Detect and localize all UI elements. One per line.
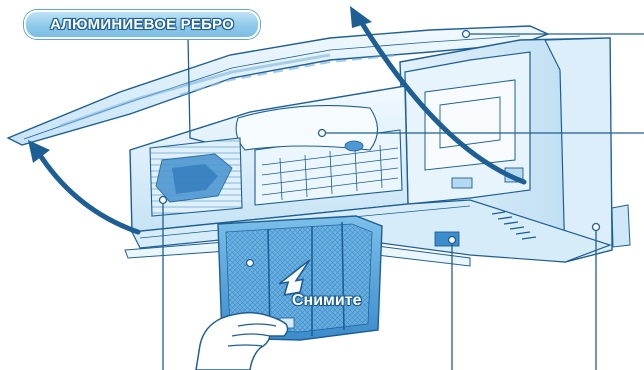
leader-lines [158, 29, 644, 370]
aluminium-fin-label: АЛЮМИНИЕВОЕ РЕБРО [24, 10, 260, 39]
front-panel [6, 25, 550, 146]
indoor-unit-body [124, 37, 631, 267]
curved-arrow-icon [28, 6, 527, 235]
remove-instruction-label: Снимите [292, 292, 362, 309]
hand-icon [195, 311, 289, 370]
down-arrow-icon [278, 259, 311, 296]
air-filter [217, 215, 383, 341]
